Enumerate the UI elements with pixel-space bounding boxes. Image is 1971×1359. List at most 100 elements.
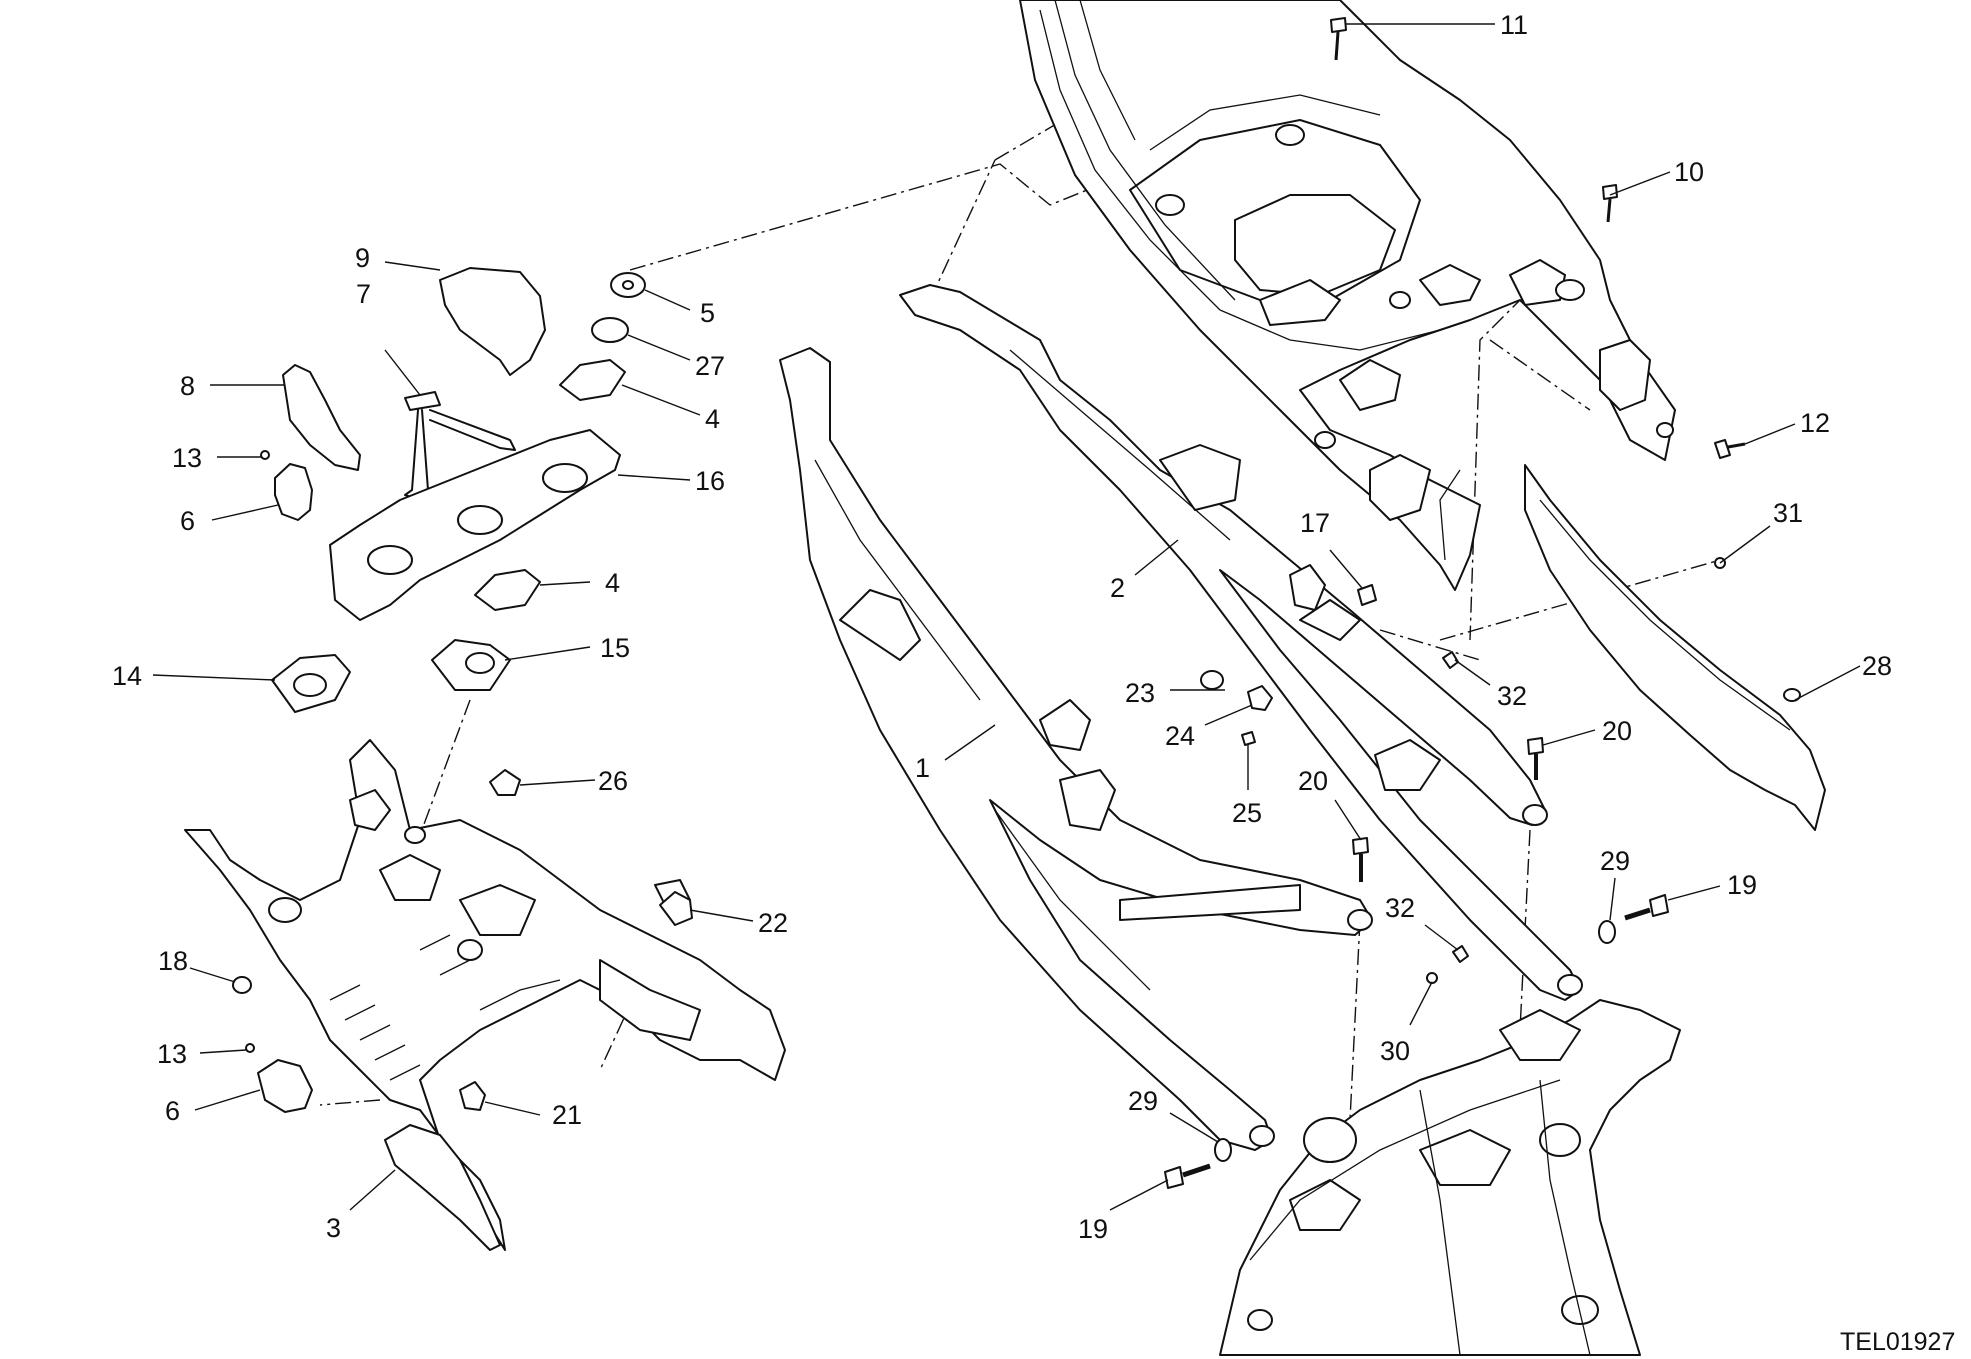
callout-29-left: 29 bbox=[1128, 1086, 1158, 1116]
callout-2: 2 bbox=[1110, 573, 1125, 603]
tail-side-cover bbox=[1524, 464, 1826, 831]
part-4-grommet-lower bbox=[474, 569, 541, 611]
callout-21: 21 bbox=[552, 1100, 582, 1130]
leader-18 bbox=[189, 967, 236, 983]
callout-6-upper: 6 bbox=[180, 506, 195, 536]
subframe-left-tube bbox=[779, 347, 1373, 1151]
part-10-screw bbox=[1602, 184, 1618, 223]
frame-ribs bbox=[1249, 1079, 1591, 1356]
callout-22: 22 bbox=[758, 908, 788, 938]
part-29-washer-left bbox=[1214, 1138, 1232, 1162]
part-22-cap bbox=[659, 891, 693, 926]
rear-inner-fender bbox=[184, 739, 786, 1251]
callout-20-lower: 20 bbox=[1298, 766, 1328, 796]
callout-32-upper: 32 bbox=[1497, 681, 1527, 711]
leader-32a bbox=[1454, 659, 1491, 686]
part-21-cap bbox=[459, 1081, 486, 1111]
leader-14 bbox=[152, 674, 276, 681]
callout-14: 14 bbox=[112, 661, 142, 691]
callout-19-left: 19 bbox=[1078, 1214, 1108, 1244]
leader-27 bbox=[627, 334, 691, 361]
leader-20b bbox=[1334, 799, 1362, 841]
leader-24 bbox=[1204, 704, 1253, 726]
part-15-pad bbox=[431, 639, 511, 691]
leader-5 bbox=[644, 289, 691, 311]
leader-28 bbox=[1794, 665, 1861, 701]
leader-19a bbox=[1667, 885, 1721, 901]
part-6-cap-lower bbox=[257, 1059, 313, 1113]
leader-20a bbox=[1542, 729, 1596, 746]
rear-seat-undertray bbox=[1019, 0, 1676, 591]
callout-17: 17 bbox=[1300, 508, 1330, 538]
leader-3 bbox=[349, 1169, 396, 1211]
callout-15: 15 bbox=[600, 633, 630, 663]
leader-10 bbox=[1609, 171, 1671, 196]
fender-ribs bbox=[329, 934, 561, 1081]
part-30-nut bbox=[1426, 972, 1438, 984]
assembly-line bbox=[1489, 339, 1591, 411]
part-9-cover bbox=[439, 267, 546, 376]
callout-28: 28 bbox=[1862, 651, 1892, 681]
callout-7: 7 bbox=[356, 279, 371, 309]
leader-29a bbox=[1609, 877, 1616, 921]
callout-23: 23 bbox=[1125, 678, 1155, 708]
part-14-pad bbox=[271, 654, 351, 713]
callout-6-lower: 6 bbox=[165, 1096, 180, 1126]
callout-13-lower: 13 bbox=[157, 1039, 187, 1069]
part-8-bracket bbox=[282, 364, 361, 471]
part-7-strap bbox=[404, 391, 516, 501]
part-20-bolt-lower bbox=[1352, 837, 1369, 882]
callout-24: 24 bbox=[1165, 721, 1195, 751]
part-20-bolt-upper bbox=[1527, 737, 1544, 780]
leader-2 bbox=[1134, 539, 1179, 576]
assembly-line bbox=[319, 1099, 381, 1106]
part-27-grommet bbox=[591, 317, 629, 343]
callout-1: 1 bbox=[915, 753, 930, 783]
leader-26 bbox=[519, 779, 596, 786]
callout-25: 25 bbox=[1232, 798, 1262, 828]
callout-13-upper: 13 bbox=[172, 443, 202, 473]
part-19-bolt-right bbox=[1624, 894, 1669, 921]
callout-8: 8 bbox=[180, 371, 195, 401]
part-23-plug bbox=[1200, 670, 1224, 690]
callout-leaders bbox=[152, 23, 1861, 1211]
leader-6a bbox=[211, 504, 279, 521]
callout-numbers: 11 10 12 31 28 17 32 23 24 25 20 20 29 1… bbox=[112, 10, 1892, 1244]
part-6-cap-upper bbox=[274, 463, 313, 521]
part-16-bracket bbox=[329, 429, 621, 621]
leader-17 bbox=[1329, 549, 1363, 589]
callout-10: 10 bbox=[1674, 157, 1704, 187]
leader-19b bbox=[1109, 1179, 1169, 1211]
part-11-screw bbox=[1330, 17, 1347, 61]
leader-21 bbox=[484, 1101, 541, 1116]
leader-16 bbox=[617, 474, 691, 481]
leader-9 bbox=[384, 261, 441, 271]
main-frame bbox=[1219, 999, 1681, 1356]
assembly-line bbox=[1379, 629, 1481, 661]
callout-20-upper: 20 bbox=[1602, 716, 1632, 746]
leader-4a bbox=[621, 384, 701, 416]
leader-29b bbox=[1169, 1112, 1219, 1143]
callout-4-upper: 4 bbox=[705, 404, 720, 434]
callout-19-right: 19 bbox=[1727, 870, 1757, 900]
tail-cover-edges bbox=[1539, 499, 1791, 731]
callout-5: 5 bbox=[700, 298, 715, 328]
callout-26: 26 bbox=[598, 766, 628, 796]
part-19-bolt-left bbox=[1164, 1163, 1211, 1189]
leader-32b bbox=[1424, 924, 1459, 951]
part-17-clip bbox=[1357, 584, 1377, 606]
part-29-washer-right bbox=[1598, 920, 1616, 944]
leader-12 bbox=[1744, 423, 1796, 445]
callout-4-lower: 4 bbox=[605, 568, 620, 598]
callout-16: 16 bbox=[695, 466, 725, 496]
drawing-reference-code: TEL01927 bbox=[1840, 1328, 1955, 1356]
part-3-guard bbox=[384, 1124, 501, 1251]
callout-18: 18 bbox=[158, 946, 188, 976]
assembly-line bbox=[1349, 919, 1361, 1121]
callout-30: 30 bbox=[1380, 1036, 1410, 1066]
assembly-line bbox=[929, 159, 996, 301]
callout-27: 27 bbox=[695, 351, 725, 381]
callout-12: 12 bbox=[1800, 408, 1830, 438]
callout-29-right: 29 bbox=[1600, 846, 1630, 876]
part-4-grommet-upper bbox=[559, 359, 626, 401]
